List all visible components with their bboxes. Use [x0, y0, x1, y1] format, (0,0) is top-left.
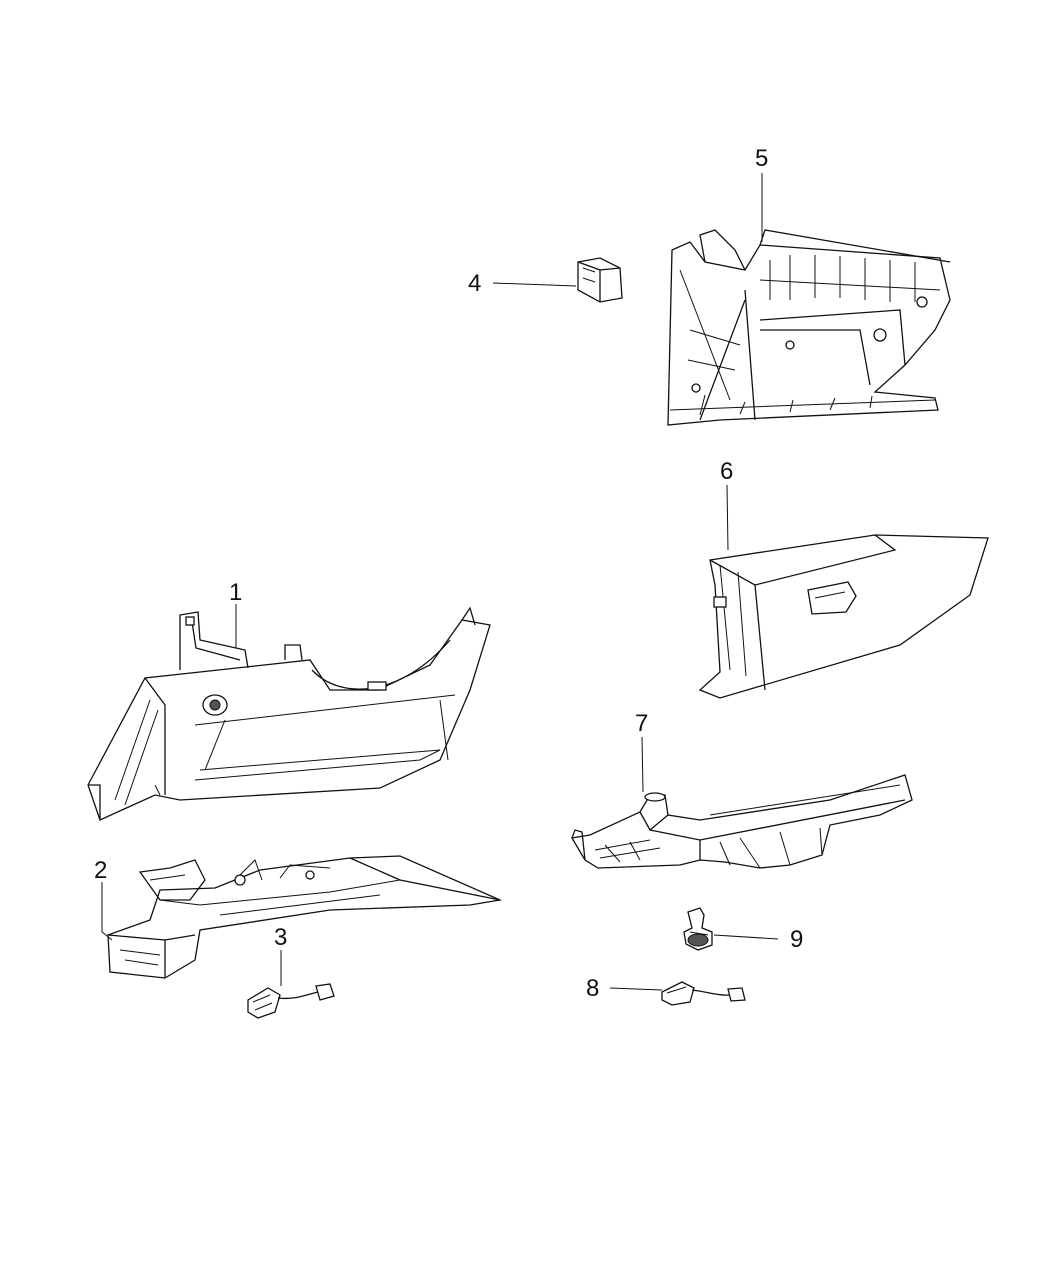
- part-3-harness-lamp: [247, 983, 335, 1019]
- callout-4: 4: [468, 270, 481, 297]
- part-2-lower-tray: [107, 855, 503, 979]
- callout-8: 8: [586, 975, 599, 1002]
- callout-7: 7: [635, 710, 648, 737]
- callout-3: 3: [274, 924, 287, 951]
- callout-5: 5: [755, 145, 768, 172]
- callout-9: 9: [790, 926, 803, 953]
- callout-2: 2: [94, 857, 107, 884]
- part-8-harness-lamp: [661, 981, 746, 1006]
- leader-2: [101, 882, 113, 941]
- leader-9: [713, 934, 779, 940]
- part-7-lower-support: [570, 774, 913, 869]
- part-5-glove-box-housing: [667, 229, 951, 426]
- leader-lines: [101, 173, 779, 991]
- leader-4: [492, 282, 577, 287]
- leader-8: [609, 987, 663, 991]
- part-9-damper: [683, 907, 713, 951]
- part-4-latch-switch: [577, 257, 623, 303]
- part-6-glove-box-door: [698, 534, 989, 699]
- callout-6: 6: [720, 458, 733, 485]
- part-1-lower-trim-panel: [87, 606, 491, 821]
- callout-1: 1: [229, 579, 242, 606]
- leader-7: [641, 736, 644, 793]
- callouts: 1 2 3 4 5 6 7 8 9: [94, 145, 803, 1002]
- leader-6: [726, 484, 729, 551]
